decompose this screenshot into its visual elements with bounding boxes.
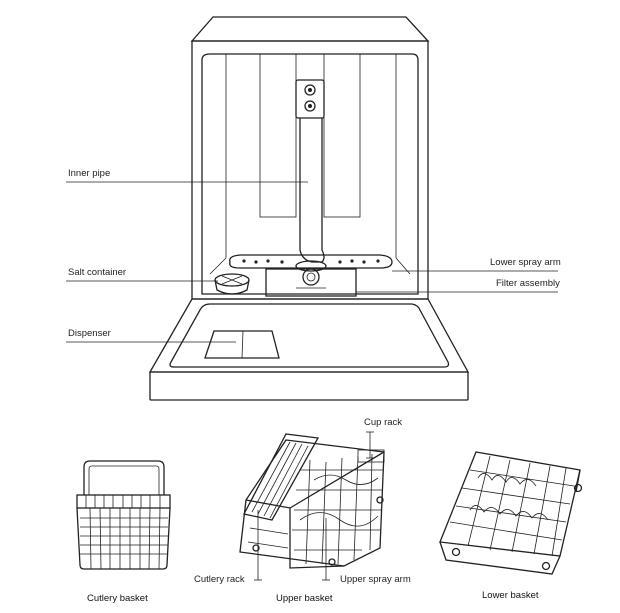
cutlery-rack-slats: [251, 441, 309, 519]
label-cutlery-rack: Cutlery rack: [194, 574, 245, 585]
spray-arm-holes: [242, 259, 380, 264]
door-front-edge: [149, 371, 469, 401]
caption-lower-basket: Lower basket: [482, 590, 539, 601]
label-filter-assembly: Filter assembly: [496, 278, 560, 289]
cutlery-basket-mesh: [80, 507, 168, 570]
upper-basket-wheel-3: [376, 496, 384, 504]
cutlery-basket: [76, 460, 171, 570]
pipe-nozzle-top-dot: [308, 88, 312, 92]
pipe-bracket: [295, 79, 325, 119]
cutlery-basket-top-dividers: [85, 495, 161, 508]
lower-basket: [439, 451, 583, 575]
pipe-tube: [299, 118, 325, 263]
lower-basket-wheel-3: [573, 483, 583, 493]
door-inner-panel: [169, 303, 450, 368]
dispenser-divider: [241, 330, 244, 359]
salt-container-cap: [214, 273, 250, 295]
cutlery-basket-handle: [83, 460, 165, 495]
dispenser: [204, 330, 280, 359]
label-salt-container: Salt container: [68, 267, 127, 278]
lower-basket-bottom-edge: [439, 541, 561, 575]
lower-basket-top-rim: [439, 451, 581, 557]
cutlery-basket-body: [76, 507, 171, 570]
salt-cap-body: [214, 279, 250, 295]
label-cup-rack: Cup rack: [364, 417, 403, 428]
inner-tub: [201, 53, 419, 295]
back-panel-left: [259, 53, 297, 218]
lower-basket-wires: [449, 455, 575, 557]
lower-basket-wheel-2: [541, 561, 551, 571]
cutlery-basket-handle-inner: [88, 465, 160, 495]
upper-basket-wheel-2: [328, 558, 336, 566]
upper-basket-top-edge: [245, 451, 385, 509]
back-panel-right: [323, 53, 361, 218]
upper-basket-cup-rack: [357, 449, 385, 463]
lower-basket-wheel: [451, 547, 461, 557]
lower-spray-arm: [229, 254, 393, 269]
upper-basket-wheel: [252, 544, 260, 552]
spray-arm-hub: [295, 260, 327, 272]
upper-basket-leaders: [254, 431, 374, 581]
label-lower-spray-arm: Lower spray arm: [490, 257, 561, 268]
label-dispenser: Dispenser: [68, 328, 111, 339]
dishwasher-top-lid: [190, 16, 430, 42]
tub-corner-left: [209, 257, 227, 275]
leader-lines: [66, 181, 558, 343]
tub-corner-right: [395, 257, 411, 275]
lower-basket-side-edge: [575, 469, 581, 493]
upper-basket-cutlery-rack: [243, 433, 320, 521]
salt-cap-grip-2: [221, 275, 243, 285]
filter-cup: [302, 268, 320, 286]
filter-cup-inner: [306, 272, 316, 282]
caption-upper-basket: Upper basket: [276, 593, 333, 604]
label-upper-spray-arm: Upper spray arm: [340, 574, 411, 585]
pipe-nozzle-top: [304, 84, 316, 96]
inner-pipe: [295, 79, 325, 263]
caption-cutlery-basket: Cutlery basket: [87, 593, 148, 604]
cutlery-basket-top-grid: [76, 494, 171, 509]
label-inner-pipe: Inner pipe: [68, 168, 111, 179]
pipe-nozzle-bottom: [304, 100, 316, 112]
dishwasher-body: [148, 16, 470, 401]
upper-basket: [239, 433, 385, 569]
pipe-nozzle-bottom-dot: [308, 104, 312, 108]
upper-basket-wires: [247, 453, 384, 565]
